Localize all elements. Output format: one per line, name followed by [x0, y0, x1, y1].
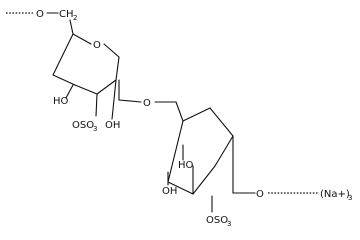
ch2-c-label: C [59, 9, 66, 20]
ring2-bond-d-e [192, 165, 216, 195]
ring2-oso3-label: OSO [206, 215, 228, 226]
ring1-bond-c3-c4 [74, 84, 98, 95]
ring1-ho-label: HO [53, 96, 69, 107]
ring2-bond-a-b [182, 107, 211, 122]
ring2-oh-label: OH [162, 186, 177, 197]
ring1-oso3-subscript: 3 [93, 125, 97, 133]
ch2-h-label: H [66, 9, 74, 20]
ring1-bond-c4-c4b [52, 74, 76, 86]
sodium-counterion-label: (Na+) [320, 189, 350, 200]
ring2-bond-f-a [167, 120, 184, 183]
bond-ch2-o-bridge [118, 99, 142, 103]
ch2-subscript: 2 [73, 14, 77, 22]
ring2-ho-label: HO [178, 160, 194, 171]
ring2-bond-e-f [167, 181, 194, 195]
ring1-bond-o-c1 [103, 43, 120, 58]
ring2-bond-c-d [214, 135, 234, 167]
ring1-oxygen-label: O [93, 40, 101, 51]
end-oxygen-label: O [256, 189, 264, 200]
bond-ch2-c5 [69, 19, 74, 35]
ring1-bond-c4b-c5 [52, 33, 74, 76]
ring2-oso3-subscript: 3 [227, 220, 231, 228]
ring1-bond-c2-c3 [96, 79, 117, 95]
bridge-oxygen-label: O [143, 98, 151, 109]
ring1-oso3-label: OSO [72, 120, 94, 131]
bond-c4-ho [65, 84, 74, 99]
ring1-bond-c5-o [72, 33, 92, 45]
bond-c2-oh [111, 79, 117, 120]
bond-c3-oso3 [95, 93, 98, 117]
bond-ch2-ring2 [175, 101, 184, 122]
ring1-bond-c1-c2 [115, 56, 120, 81]
ring1-oh-label: OH [105, 120, 120, 131]
oxygen-label-top: O [36, 9, 44, 20]
ring2-bond-b-c [209, 107, 234, 137]
sodium-subscript: 3 [348, 194, 352, 202]
